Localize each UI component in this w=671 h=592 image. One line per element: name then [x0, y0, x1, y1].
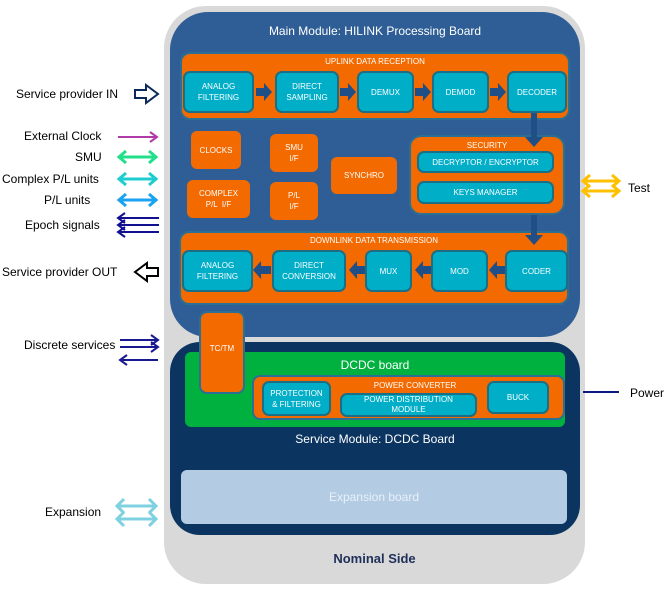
smu-if-block[interactable]: SMU I/F	[270, 134, 318, 172]
complex-pl-units-label: Complex P/L units	[2, 172, 99, 186]
service-provider-in-label: Service provider IN	[16, 87, 119, 101]
smu-arrow-icon	[116, 149, 159, 165]
expansion-arrow-icon	[114, 497, 159, 528]
keys-manager-block[interactable]: KEYS MANAGER	[417, 181, 554, 204]
complex-pl-units-arrow-icon	[116, 171, 159, 187]
synchro-block[interactable]: SYNCHRO	[331, 157, 397, 194]
epoch-signals-label: Epoch signals	[25, 218, 100, 232]
smu-label: SMU	[75, 150, 102, 164]
downlink-mod[interactable]: MOD	[431, 250, 488, 292]
clocks-block[interactable]: CLOCKS	[191, 131, 241, 169]
nominal-side-label: Nominal Side	[333, 551, 416, 566]
test-arrow-icon	[580, 173, 622, 199]
main-module-title: Main Module: HILINK Processing Board	[268, 24, 482, 38]
arrow-left-icon	[415, 261, 431, 279]
service-module-title: Service Module: DCDC Board	[295, 432, 455, 446]
flow-arrows	[253, 83, 543, 279]
pl-if-block[interactable]: P/L I/F	[270, 182, 318, 220]
tc-tm-block[interactable]: TC/TM	[199, 311, 245, 394]
expansion-label: Expansion	[45, 505, 102, 519]
decryptor-encryptor-block[interactable]: DECRYPTOR / ENCRYPTOR	[417, 151, 554, 173]
protection-filtering-block[interactable]: PROTECTION & FILTERING	[262, 381, 331, 416]
security-title: SECURITY	[466, 141, 508, 150]
downlink-title: DOWNLINK DATA TRANSMISSION	[309, 236, 438, 245]
uplink-decoder[interactable]: DECODER	[507, 71, 567, 113]
external-clock-arrow-icon	[118, 131, 159, 143]
downlink-mux[interactable]: MUX	[365, 250, 412, 292]
service-provider-in-arrow-icon	[134, 83, 160, 105]
power-label: Power	[630, 386, 665, 400]
discrete-services-label: Discrete services	[24, 338, 116, 352]
dcdc-board-title: DCDC board	[340, 358, 410, 372]
downlink-coder[interactable]: CODER	[505, 250, 568, 292]
epoch-signals-arrow-icon	[116, 212, 159, 238]
uplink-demod[interactable]: DEMOD	[432, 71, 489, 113]
expansion-board[interactable]: Expansion board	[181, 470, 567, 524]
service-provider-out-arrow-icon	[133, 261, 159, 283]
arrow-right-icon	[340, 83, 356, 101]
pl-units-label: P/L units	[44, 193, 91, 207]
uplink-analog-filtering[interactable]: ANALOG FILTERING	[183, 71, 254, 113]
power-converter-title: POWER CONVERTER	[373, 381, 457, 390]
arrow-right-icon	[415, 83, 431, 101]
arrow-down-icon	[525, 215, 543, 245]
arrow-left-icon	[489, 261, 505, 279]
arrow-right-icon	[490, 83, 506, 101]
uplink-title: UPLINK DATA RECEPTION	[325, 57, 425, 66]
arrow-left-icon	[349, 261, 365, 279]
external-clock-label: External Clock	[24, 129, 102, 143]
arrow-right-icon	[256, 83, 272, 101]
complex-pl-if-block[interactable]: COMPLEX P/L I/F	[187, 180, 250, 218]
arrow-left-icon	[253, 261, 271, 279]
downlink-analog-filtering[interactable]: ANALOG FILTERING	[182, 250, 253, 292]
arrow-down-icon	[525, 113, 543, 147]
buck-block[interactable]: BUCK	[487, 381, 549, 414]
uplink-demux[interactable]: DEMUX	[357, 71, 414, 113]
service-provider-out-label: Service provider OUT	[2, 265, 118, 279]
discrete-services-arrow-icon	[118, 334, 160, 366]
downlink-direct-conversion[interactable]: DIRECT CONVERSION	[272, 250, 346, 292]
test-label: Test	[628, 181, 651, 195]
power-distribution-module-block[interactable]: POWER DISTRIBUTION MODULE	[340, 393, 477, 417]
pl-units-arrow-icon	[116, 192, 159, 208]
uplink-direct-sampling[interactable]: DIRECT SAMPLING	[275, 71, 339, 113]
